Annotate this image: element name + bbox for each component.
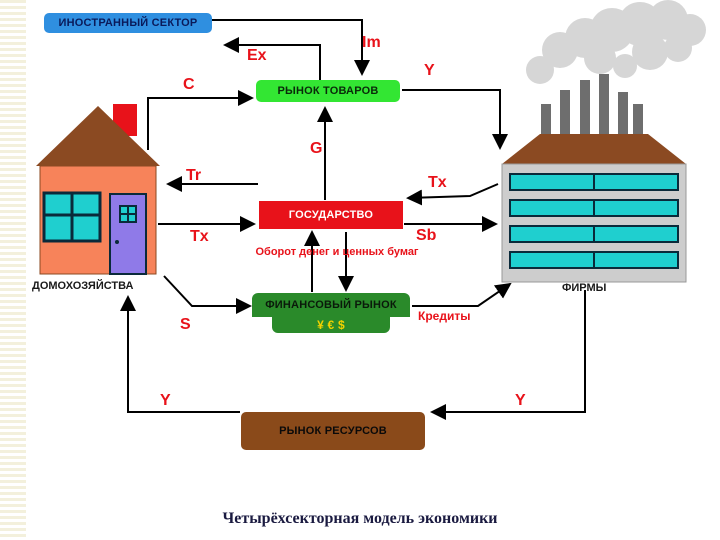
flow-label-sb: Sb [416,227,437,244]
flow-label-y-resources-right: Y [515,392,526,409]
flow-label-g: G [310,140,323,157]
arrow-ex [223,37,321,80]
arrow-credits [412,282,512,307]
goods-market-label: РЫНОК ТОВАРОВ [277,85,379,97]
house-illustration [36,104,160,275]
arrow-y-resources-left [120,295,240,413]
arrow-tx-firms [406,183,499,206]
resource-market-box: РЫНОК РЕСУРСОВ [241,412,425,450]
flow-label-y-resources-left: Y [160,392,171,409]
state-box: ГОСУДАРСТВО [259,201,403,229]
factory-illustration [501,0,706,283]
foreign-sector-label: ИНОСТРАННЫЙ СЕКТОР [58,17,198,29]
arrow-y-goods [402,89,508,150]
flow-label-c: C [183,76,195,93]
foreign-sector-box: ИНОСТРАННЫЙ СЕКТОР [44,13,212,33]
flow-label-im: Im [362,34,381,51]
arrow-s [163,275,252,314]
state-label: ГОСУДАРСТВО [288,209,374,221]
goods-market-box: РЫНОК ТОВАРОВ [256,80,400,102]
arrow-y-resources-right [430,290,586,420]
arrow-im [212,19,370,76]
flow-label-s: S [180,316,191,333]
flow-label-tx-households: Tx [190,228,209,245]
firms-label: ФИРМЫ [562,282,607,294]
currency-strip: ¥ € $ [272,317,390,333]
currency-symbols: ¥ € $ [317,318,345,332]
diagram-caption: Четырёхсекторная модель экономики [222,510,498,527]
arrow-c [147,90,254,150]
financial-market-box: ФИНАНСОВЫЙ РЫНОК [252,293,410,317]
flow-label-ex: Ex [247,47,267,64]
flow-label-credits: Кредиты [418,309,471,323]
decorative-side-stripes [0,0,26,540]
flow-label-y-goods: Y [424,62,435,79]
financial-market-label: ФИНАНСОВЫЙ РЫНОК [265,299,397,311]
households-label: ДОМОХОЗЯЙСТВА [32,280,134,292]
resource-market-label: РЫНОК РЕСУРСОВ [279,425,387,437]
flow-label-money-circulation: Оборот денег и ценных бумаг [255,246,419,258]
flow-label-tx-firms: Tx [428,174,447,191]
flow-label-tr: Tr [186,167,202,184]
